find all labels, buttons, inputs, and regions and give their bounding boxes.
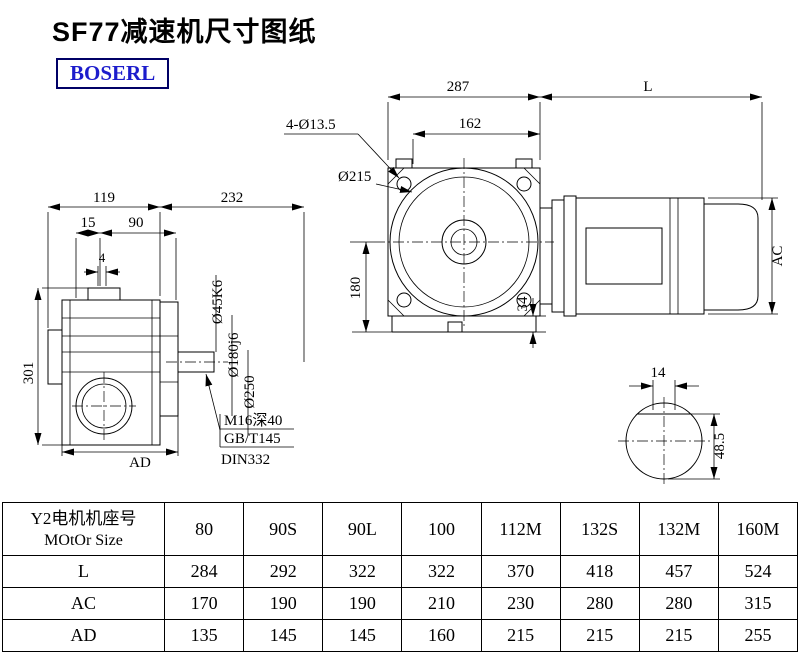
page-title: SF77减速机尺寸图纸 (52, 17, 317, 47)
table-row-L: L 284 292 322 322 370 418 457 524 (2, 555, 799, 588)
cell-AD: 145 (322, 619, 403, 652)
cell-AC: 280 (559, 587, 640, 620)
dim-301-label: 301 (21, 362, 37, 385)
dim-15-label: 15 (81, 215, 96, 231)
shaft-dia-label: Ø45K6 (210, 279, 226, 324)
flange-dia-label: Ø250 (242, 375, 258, 408)
dim-34-label: 34 (515, 296, 531, 312)
size-header: 160M (717, 502, 799, 556)
cell-L: 524 (717, 555, 799, 588)
cell-AD: 255 (717, 619, 799, 652)
table-header-row: Y2电机机座号 MOtOr Size 80 90S 90L 100 112M 1… (2, 502, 799, 556)
diameter-labels: Ø45K6 Ø180j6 Ø250 (210, 275, 258, 436)
bolt-holes-label: 4-Ø13.5 (286, 117, 336, 133)
dim-119-label: 119 (93, 190, 115, 206)
cell-AD: 160 (401, 619, 482, 652)
front-view-dimensions: 287 L 162 4-Ø13.5 Ø215 180 34 AC (284, 79, 786, 348)
table-row-AD: AD 135 145 145 160 215 215 215 255 (2, 619, 799, 652)
cell-AC: 190 (243, 587, 324, 620)
side-view-dimensions: 119 232 15 90 4 301 AD (21, 190, 305, 471)
dim-180-label: 180 (348, 277, 364, 300)
cell-L: 370 (480, 555, 561, 588)
dim-287-label: 287 (447, 79, 470, 95)
key-width-label: 14 (651, 365, 667, 381)
row-label: L (2, 555, 165, 588)
dim-ac-label: AC (770, 246, 786, 267)
cell-AC: 280 (638, 587, 719, 620)
cell-AD: 135 (163, 619, 245, 652)
cell-AC: 315 (717, 587, 799, 620)
cell-L: 284 (163, 555, 245, 588)
table-row-AC: AC 170 190 190 210 230 280 280 315 (2, 587, 799, 620)
side-view-body (47, 287, 228, 446)
row-label: AC (2, 587, 165, 620)
corner-header-line1: Y2电机机座号 (30, 508, 137, 528)
table-corner-header: Y2电机机座号 MOtOr Size (2, 502, 165, 556)
cell-L: 322 (322, 555, 403, 588)
cell-AC: 230 (480, 587, 561, 620)
pilot-dia-label: Ø215 (338, 169, 371, 185)
cell-L: 457 (638, 555, 719, 588)
cell-AD: 145 (243, 619, 324, 652)
tapped-hole-note: M16深40 GB/T145 DIN332 (205, 373, 294, 468)
brand-logo: BOSERL (56, 58, 170, 89)
size-header: 100 (401, 502, 482, 556)
dim-ad-label: AD (129, 455, 151, 471)
tap-note-din: DIN332 (221, 452, 270, 468)
cell-AC: 170 (163, 587, 245, 620)
motor (539, 195, 759, 317)
motor-size-table: Y2电机机座号 MOtOr Size 80 90S 90L 100 112M 1… (2, 502, 799, 652)
shaft-section-view: 14 48.5 (618, 365, 728, 485)
spigot-dia-label: Ø180j6 (226, 332, 242, 378)
size-header: 90S (243, 502, 324, 556)
dim-232-label: 232 (221, 190, 244, 206)
key-height-label: 48.5 (712, 433, 728, 459)
size-header: 90L (322, 502, 403, 556)
size-header: 132S (559, 502, 640, 556)
cell-AC: 190 (322, 587, 403, 620)
dim-4-label: 4 (99, 250, 106, 265)
cell-L: 418 (559, 555, 640, 588)
tap-note-gb: GB/T145 (224, 431, 281, 447)
dim-162-label: 162 (459, 116, 482, 132)
dim-90-label: 90 (129, 215, 144, 231)
cell-L: 322 (401, 555, 482, 588)
tap-note-m16: M16深40 (224, 412, 282, 429)
row-label: AD (2, 619, 165, 652)
cell-AD: 215 (638, 619, 719, 652)
cell-L: 292 (243, 555, 324, 588)
cell-AC: 210 (401, 587, 482, 620)
size-header: 112M (480, 502, 561, 556)
dim-L-label: L (643, 79, 652, 95)
corner-header-line2: MOtOr Size (44, 531, 123, 549)
cell-AD: 215 (480, 619, 561, 652)
size-header: 80 (163, 502, 245, 556)
size-header: 132M (638, 502, 719, 556)
cell-AD: 215 (559, 619, 640, 652)
